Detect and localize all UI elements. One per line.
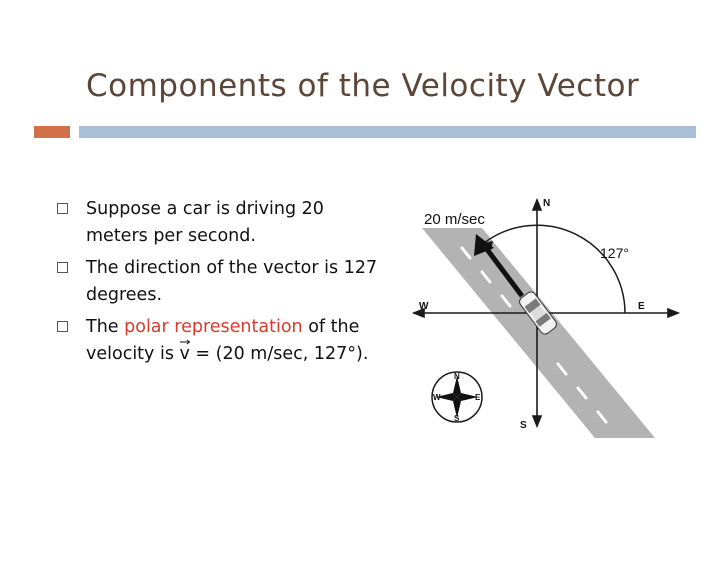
bullet-item: Suppose a car is driving 20 meters per s… [54, 196, 384, 249]
speed-label: 20 m/sec [424, 211, 485, 228]
velocity-diagram: 20 m/sec 127° N S W E N S W E [411, 197, 681, 438]
bullet-text-part: The [86, 317, 125, 337]
bullet-text-part: The direction of the vector is 127 degre… [86, 258, 378, 305]
angle-label: 127° [600, 245, 629, 261]
bullet-list: Suppose a car is driving 20 meters per s… [54, 196, 384, 373]
velocity-vector [484, 246, 524, 298]
bullet-text: Suppose a car is driving 20 meters per s… [86, 199, 324, 246]
bullet-square-icon [57, 262, 68, 273]
bullet-text: The direction of the vector is 127 degre… [86, 258, 377, 305]
vector-symbol-letter: v [179, 343, 190, 364]
bullet-item: The polar representation of the velocity… [54, 314, 384, 367]
slide-title: Components of the Velocity Vector [86, 68, 640, 104]
bullet-square-icon [57, 203, 68, 214]
axis-label-west: W [419, 301, 429, 312]
accent-bar [34, 126, 70, 138]
compass-rose-icon: N S W E [431, 371, 483, 423]
bullet-text: The polar representation of the velocity… [86, 317, 368, 364]
vector-symbol: v [179, 339, 190, 368]
axis-label-east: E [638, 301, 645, 312]
bullet-text-part: Suppose a car is driving 20 meters per s… [86, 199, 324, 246]
compass-label-south: S [454, 414, 460, 423]
compass-label-east: E [475, 393, 481, 402]
bullet-text-part: of the velocity is [86, 317, 360, 364]
angle-arc [483, 224, 626, 314]
bullet-item: The direction of the vector is 127 degre… [54, 255, 384, 308]
velocity-vector-arrowhead-icon [474, 234, 494, 256]
compass-label-north: N [454, 372, 460, 381]
highlighted-term: polar representation [124, 317, 303, 337]
road-shape [422, 228, 655, 438]
car-icon [519, 291, 557, 335]
compass-label-west: W [433, 393, 441, 402]
axis-label-north: N [543, 198, 550, 209]
bullet-text-part: = (20 m/sec, 127°). [189, 343, 369, 364]
road-lane-dashes [460, 246, 608, 424]
bullet-square-icon [57, 321, 68, 332]
title-underline-bar [79, 126, 696, 138]
axis-label-south: S [520, 420, 527, 431]
